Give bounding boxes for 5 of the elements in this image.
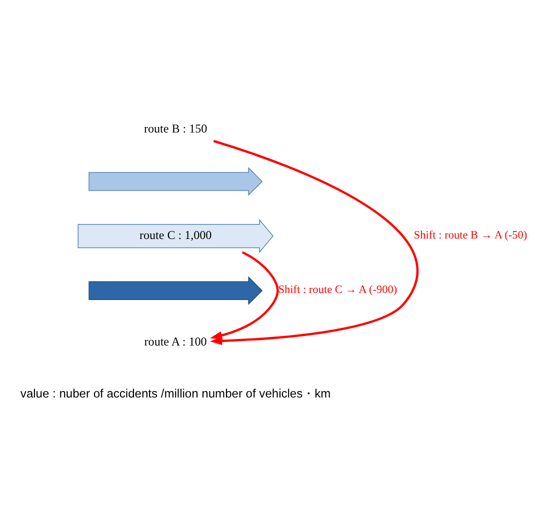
edge-label: Shift : route B → A (-50) [414,230,528,242]
node-text: route B : 150 [144,121,208,136]
label: value : nuber of accidents /million number of vehicles・km [20,386,331,400]
edge-label: Shift : route C → A (-900) [278,284,398,296]
node-text: route A : 100 [144,334,207,348]
